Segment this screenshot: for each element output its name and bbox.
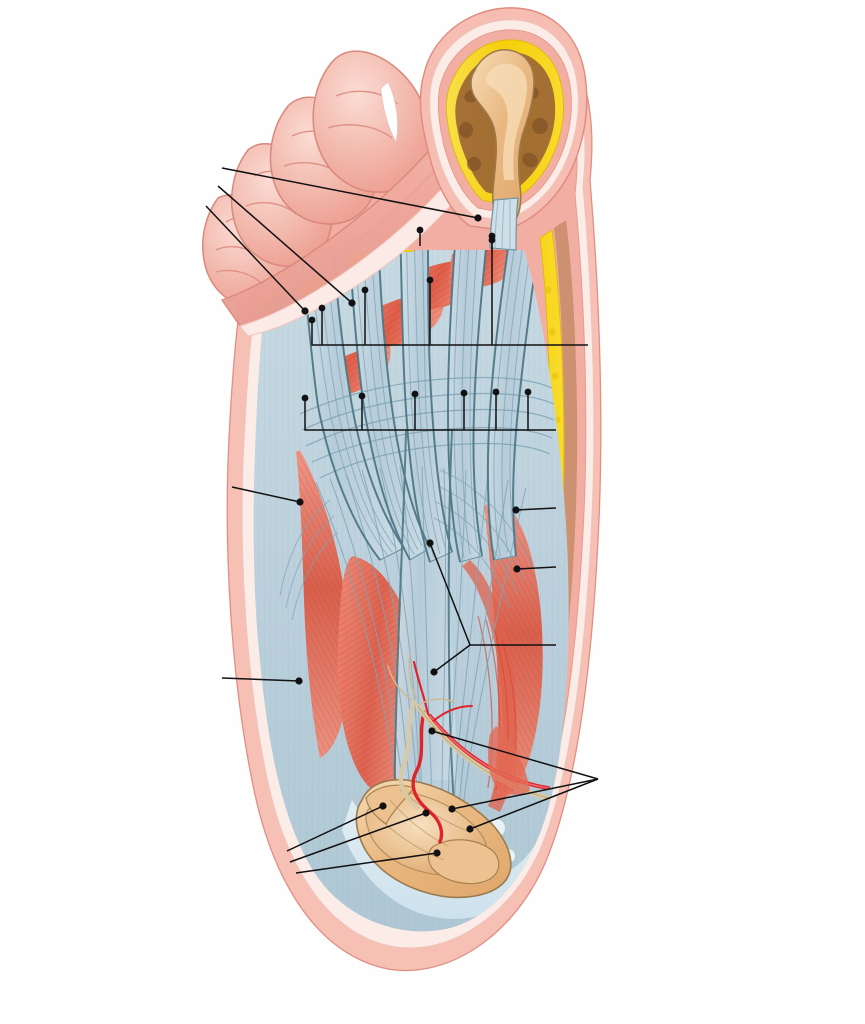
leader-calcaneus-group <box>286 802 441 874</box>
calcaneus-medial-tubercle <box>365 784 416 825</box>
leader-medial-group <box>221 486 304 685</box>
hallux-group <box>419 7 588 251</box>
adm-fibers <box>484 498 543 802</box>
medial-plantar-nerve <box>398 699 421 811</box>
sole-interior <box>253 250 569 932</box>
calcaneus-lateral-tubercle <box>427 839 500 885</box>
nerve-twigs <box>387 653 455 705</box>
leader-vessel-fan <box>428 727 599 833</box>
fhl-fibers <box>494 199 511 251</box>
leader-toe-group <box>205 167 482 315</box>
hallux-phalanx-highlight <box>485 63 528 180</box>
lateral-heel-muscle-wedge <box>488 726 530 795</box>
leader-bracket-lower <box>301 388 556 431</box>
toe-2-nail-slit <box>380 81 398 144</box>
medial-plantar-artery <box>411 710 444 844</box>
calcaneus-bone <box>355 778 512 899</box>
leader-lateral-group <box>426 506 557 676</box>
leader-lines <box>205 167 599 874</box>
plantar-arterial-branch <box>412 660 430 716</box>
aponeurosis-fine-fibers <box>307 250 533 559</box>
leader-bracket-upper <box>308 236 588 346</box>
abductor-hallucis-fibers <box>296 450 349 758</box>
